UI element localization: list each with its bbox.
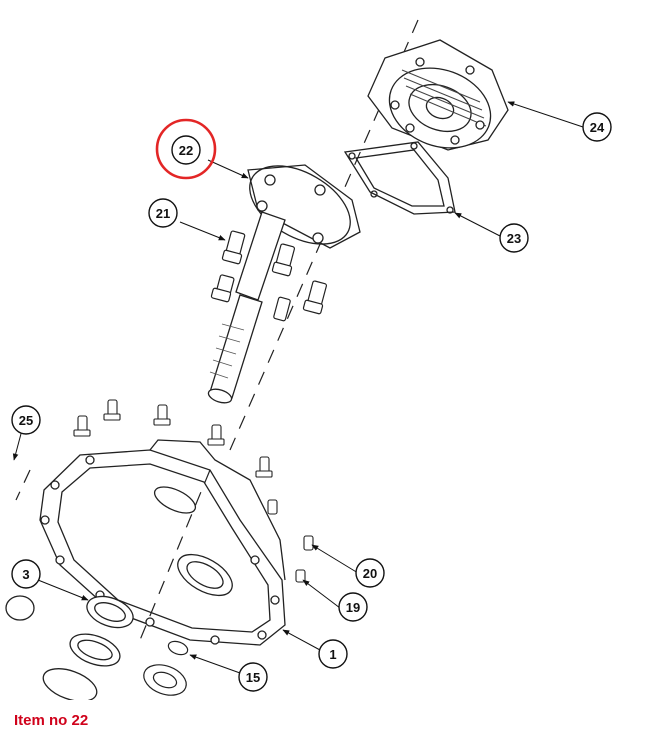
callout-1-label: 1 (329, 647, 336, 662)
callout-21: 21 (148, 198, 178, 228)
callout-23-label: 23 (507, 231, 521, 246)
callout-21-label: 21 (156, 206, 170, 221)
callout-3: 3 (11, 559, 41, 589)
exploded-parts-diagram: 24 23 22 21 25 20 19 1 15 3 (5, 19, 612, 700)
callout-3-label: 3 (22, 567, 29, 582)
callout-15-label: 15 (246, 670, 260, 685)
part-24-hub (367, 39, 509, 151)
callout-24-label: 24 (590, 120, 605, 135)
callout-19-label: 19 (346, 600, 360, 615)
callout-22: 22 (155, 118, 217, 180)
housing-small-bolts (73, 399, 314, 583)
callout-25-label: 25 (19, 413, 33, 428)
part-3-seals (5, 595, 134, 700)
callout-1: 1 (318, 639, 348, 669)
callout-20-label: 20 (363, 566, 377, 581)
part-22-axle-shaft (207, 164, 361, 404)
part-23-gasket (343, 141, 456, 215)
callout-23: 23 (499, 223, 529, 253)
callout-24: 24 (582, 112, 612, 142)
part-15-ring (143, 640, 189, 696)
callout-15: 15 (238, 662, 268, 692)
item-caption: Item no 22 (14, 712, 89, 729)
part-1-housing (39, 439, 286, 646)
callout-25: 25 (11, 405, 41, 435)
assembly-centerline (15, 19, 419, 641)
highlight-ring (155, 118, 217, 180)
callout-20: 20 (355, 558, 385, 588)
callout-22-label: 22 (179, 143, 193, 158)
leader-lines (12, 101, 584, 674)
part-21-bolts (210, 230, 328, 322)
callout-19: 19 (338, 592, 368, 622)
